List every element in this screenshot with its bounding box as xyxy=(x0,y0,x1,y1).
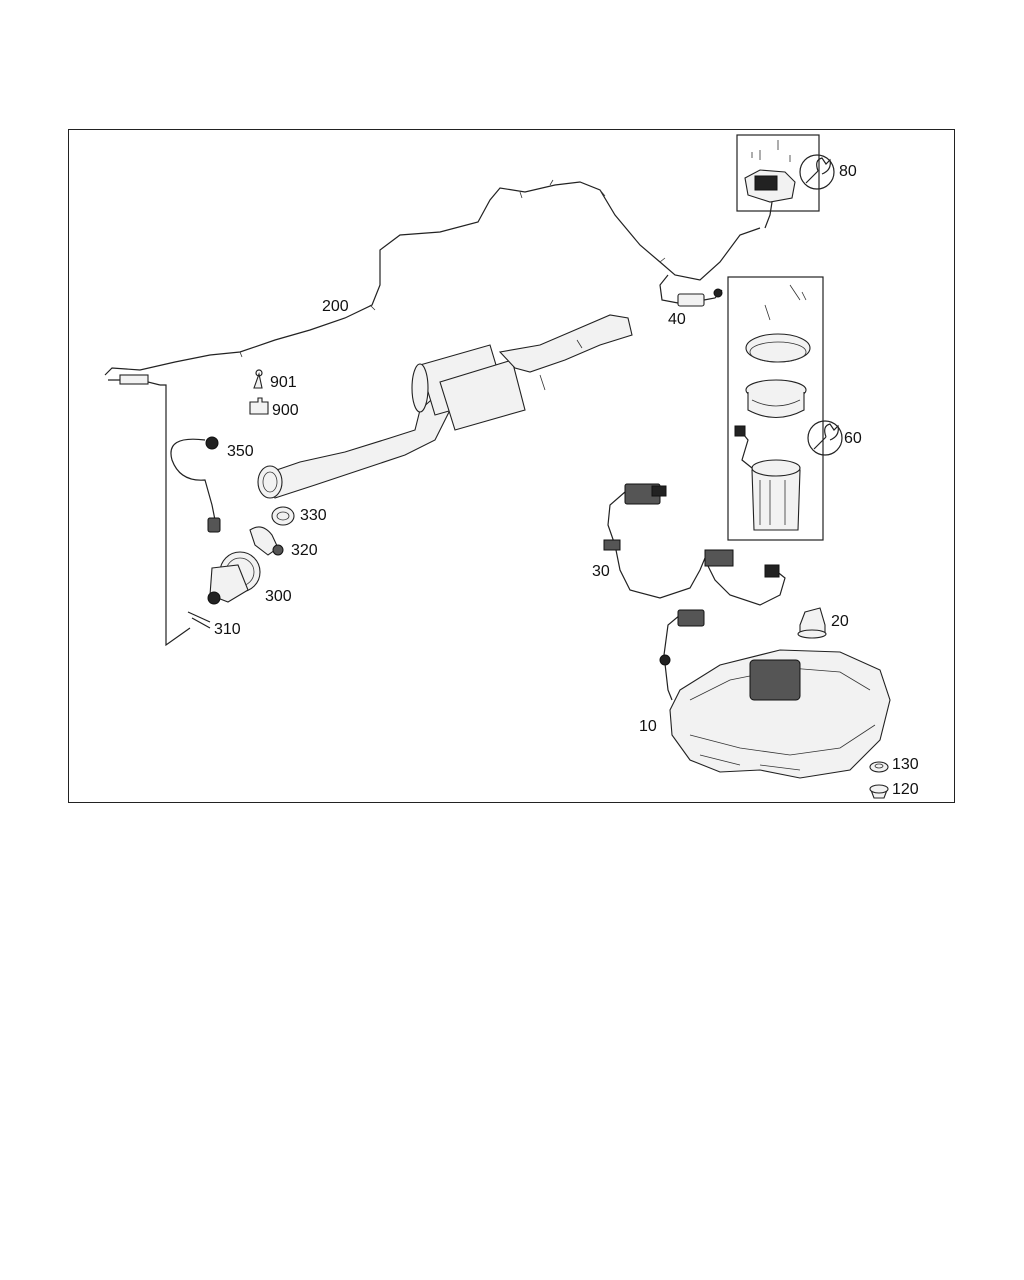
label-80: 80 xyxy=(839,163,857,180)
exhaust-assembly xyxy=(257,314,633,499)
label-300: 300 xyxy=(265,588,292,605)
fitting-901 xyxy=(253,369,263,389)
wrench-icon xyxy=(799,154,835,190)
assembly-80 xyxy=(736,134,820,229)
grommet-130 xyxy=(869,761,889,773)
wrench-icon xyxy=(807,420,843,456)
label-320: 320 xyxy=(291,542,318,559)
left-bracket-line xyxy=(160,384,191,647)
label-901: 901 xyxy=(270,374,297,391)
sensor-350 xyxy=(170,436,221,533)
wire-harness-200 xyxy=(104,179,761,386)
diagram-frame xyxy=(68,129,955,803)
fuel-tank-10 xyxy=(659,609,891,779)
harness-30 xyxy=(603,483,786,606)
label-40: 40 xyxy=(668,311,686,328)
label-330: 330 xyxy=(300,507,327,524)
label-120: 120 xyxy=(892,781,919,798)
ring-330 xyxy=(271,506,295,526)
sensor-40 xyxy=(659,274,723,307)
label-60: 60 xyxy=(844,430,862,447)
label-30: 30 xyxy=(592,563,610,580)
label-350: 350 xyxy=(227,443,254,460)
label-310: 310 xyxy=(214,621,241,638)
clip-310 xyxy=(187,611,211,629)
label-20: 20 xyxy=(831,613,849,630)
clamp-320 xyxy=(249,526,284,556)
plug-120 xyxy=(869,784,889,799)
pump-300 xyxy=(207,551,261,605)
label-200: 200 xyxy=(322,298,349,315)
label-10: 10 xyxy=(639,718,657,735)
fitting-900 xyxy=(249,397,269,415)
label-130: 130 xyxy=(892,756,919,773)
cap-20 xyxy=(797,607,827,639)
pump-module-60 xyxy=(727,276,824,541)
label-900: 900 xyxy=(272,402,299,419)
